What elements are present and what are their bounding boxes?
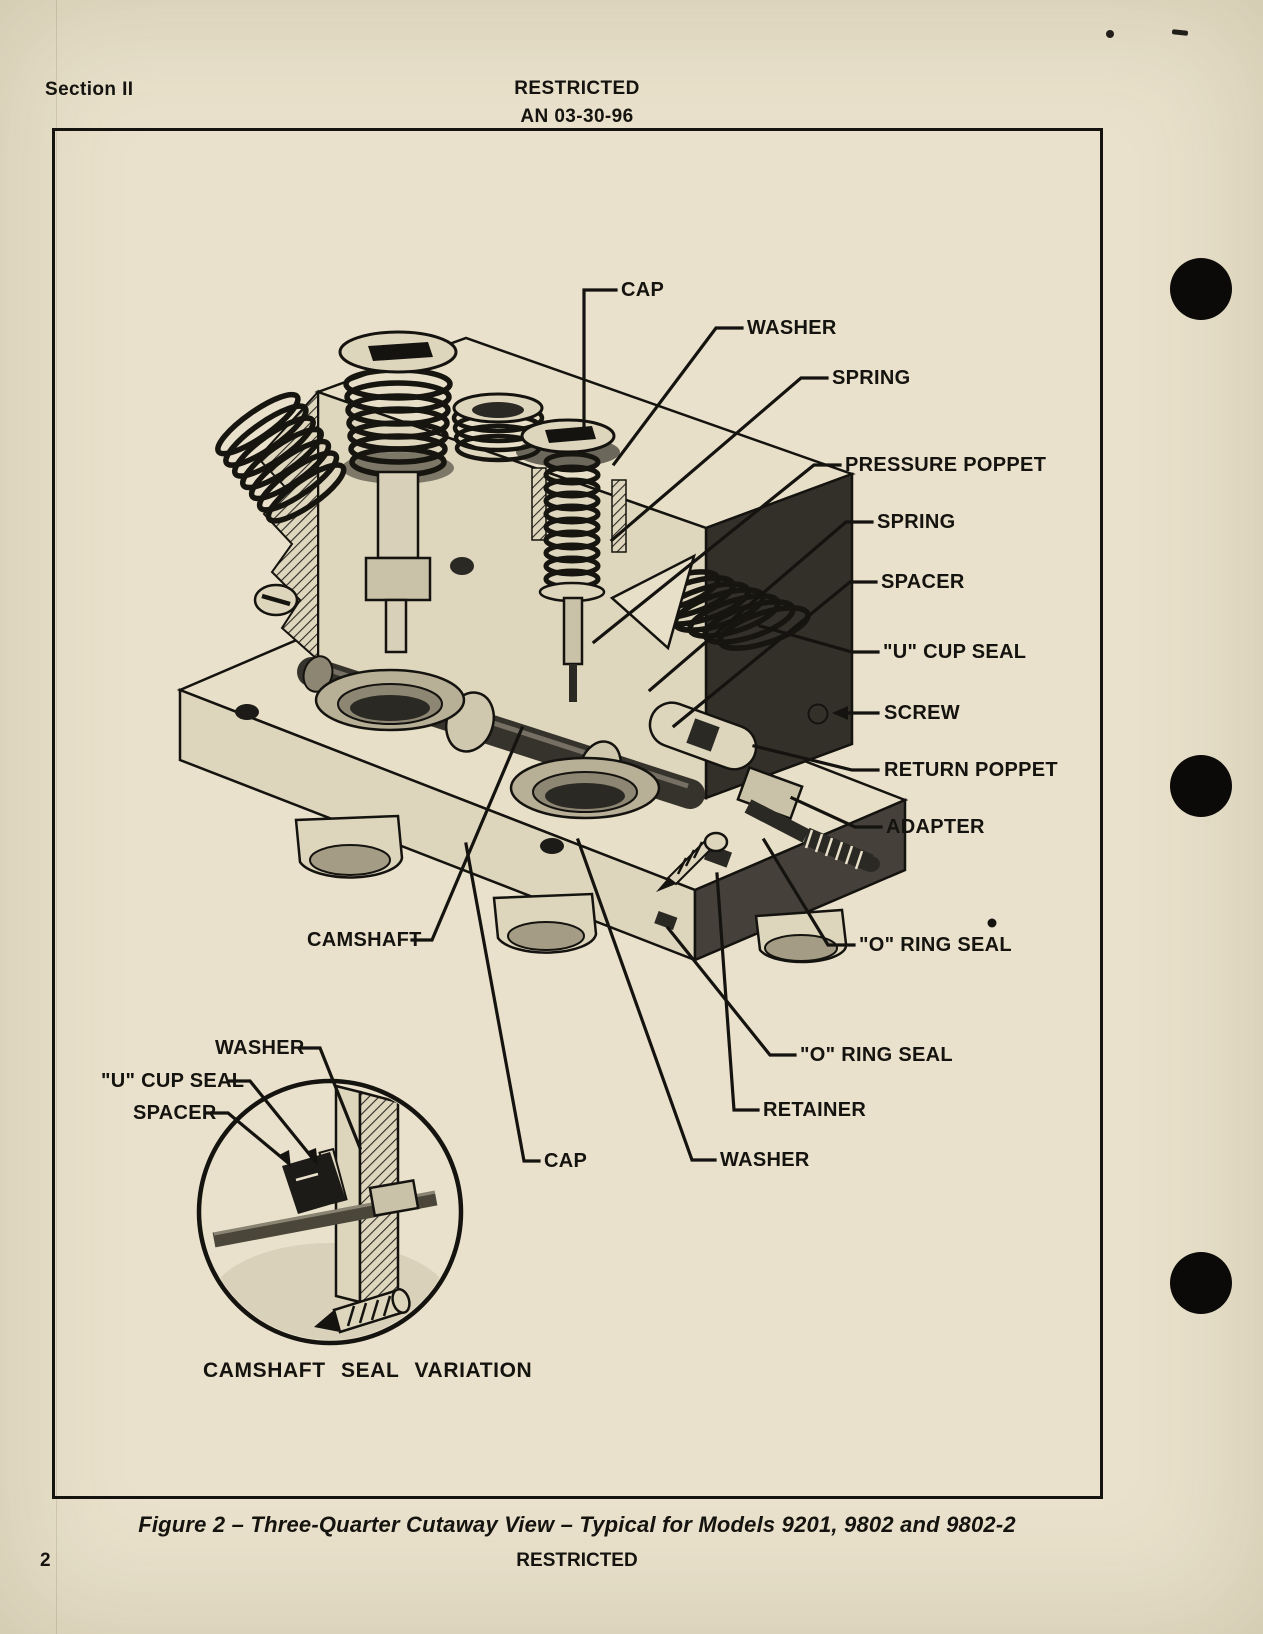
leader-lines xyxy=(204,288,883,1168)
binding-dot-3 xyxy=(1170,1252,1232,1314)
inset-callout-u-cup-seal: "U" CUP SEAL xyxy=(101,1070,245,1092)
callout-adapter: ADAPTER xyxy=(886,816,985,838)
callout-o-ring-seal-upper: "O" RING SEAL xyxy=(859,934,1012,956)
scan-speck-1 xyxy=(1106,30,1114,38)
callout-washer-top: WASHER xyxy=(747,317,837,339)
valve-bores xyxy=(314,668,661,820)
small-fasteners xyxy=(253,583,997,928)
figure-border xyxy=(52,128,1103,1499)
return-poppet-assembly xyxy=(648,701,880,930)
callout-spring-top: SPRING xyxy=(832,367,911,389)
callout-return-poppet: RETURN POPPET xyxy=(884,759,1058,781)
binding-dot-1 xyxy=(1170,258,1232,320)
section-heading: Section II xyxy=(45,79,134,100)
ucup-arrowhead xyxy=(306,1148,318,1166)
spacer-arrowhead xyxy=(279,1150,291,1168)
inset-circle xyxy=(196,1078,464,1346)
threaded-plug-cutout xyxy=(215,391,347,524)
paper-crease xyxy=(56,0,57,1634)
header-classification: RESTRICTED xyxy=(514,78,640,99)
callout-screw: SCREW xyxy=(884,702,960,724)
pressure-valve-assembly xyxy=(520,418,616,702)
callout-spacer: SPACER xyxy=(881,571,965,593)
slotted-plug xyxy=(338,330,458,654)
binding-dot-2 xyxy=(1170,755,1232,817)
callout-u-cup-seal: "U" CUP SEAL xyxy=(883,641,1027,663)
callout-cap-bottom: CAP xyxy=(544,1150,588,1172)
callout-cap-top: CAP xyxy=(621,279,665,301)
inset-callout-washer: WASHER xyxy=(215,1037,305,1059)
inset-caption: CAMSHAFT SEAL VARIATION xyxy=(203,1359,533,1382)
footer-classification: RESTRICTED xyxy=(516,1550,638,1571)
callout-o-ring-seal-lower: "O" RING SEAL xyxy=(800,1044,953,1066)
page-number: 2 xyxy=(40,1550,51,1571)
callout-retainer: RETAINER xyxy=(763,1099,867,1121)
callout-washer-bottom: WASHER xyxy=(720,1149,810,1171)
inset-callout-spacer: SPACER xyxy=(133,1102,217,1124)
callout-pressure-poppet: PRESSURE POPPET xyxy=(845,454,1047,476)
figure-caption: Figure 2 – Three-Quarter Cutaway View – … xyxy=(138,1512,1016,1537)
screw-arrowhead xyxy=(832,706,848,720)
callout-camshaft: CAMSHAFT xyxy=(307,929,422,951)
header-doc-number: AN 03-30-96 xyxy=(520,106,634,127)
callout-spring-mid: SPRING xyxy=(877,511,956,533)
